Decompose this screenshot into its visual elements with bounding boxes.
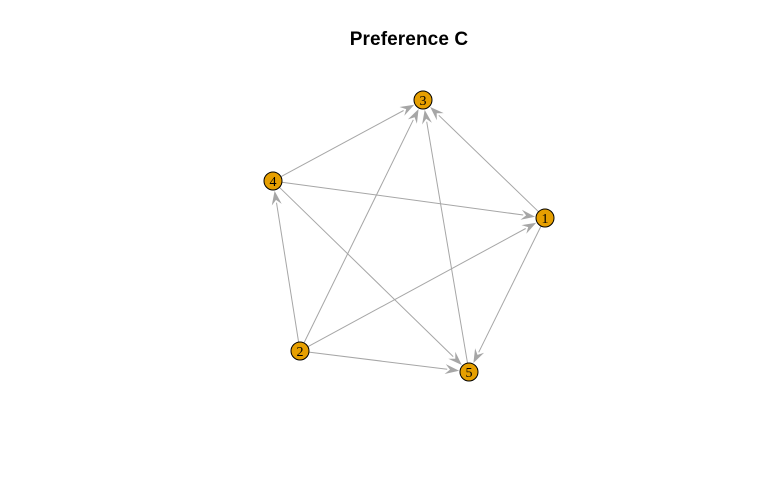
nodes-layer: 1 2 3 4 5 <box>263 90 555 382</box>
node-3: 3 <box>413 90 433 110</box>
edge-line <box>279 186 454 357</box>
edge-1-to-5 <box>473 225 542 363</box>
edge-2-to-4 <box>271 190 300 343</box>
node-1: 1 <box>535 208 555 228</box>
edge-line <box>303 119 414 344</box>
node-label: 3 <box>420 94 427 109</box>
edge-4-to-5 <box>279 186 462 365</box>
node-4: 4 <box>263 171 283 191</box>
edge-line <box>426 121 468 364</box>
node-label: 1 <box>542 212 549 227</box>
edges-layer <box>271 104 542 374</box>
edge-arrowhead <box>448 351 462 365</box>
node-label: 4 <box>270 175 277 190</box>
node-5: 5 <box>459 362 479 382</box>
edge-line <box>281 181 524 216</box>
edge-line <box>438 114 539 213</box>
edge-2-to-3 <box>303 109 419 344</box>
node-circle <box>413 90 433 110</box>
edge-1-to-3 <box>430 107 539 213</box>
edge-arrowhead <box>430 107 444 121</box>
edge-line <box>308 351 448 370</box>
edge-arrowhead <box>473 348 485 363</box>
edge-arrowhead <box>407 109 419 124</box>
edge-line <box>307 228 526 348</box>
node-circle <box>263 171 283 191</box>
edge-line <box>280 110 404 178</box>
edge-arrowhead <box>521 222 537 234</box>
edge-2-to-1 <box>307 222 537 348</box>
edge-arrowhead <box>422 109 432 125</box>
edge-line <box>478 225 542 353</box>
node-2: 2 <box>290 341 310 361</box>
edge-arrowhead <box>399 104 415 116</box>
edge-line <box>276 202 300 343</box>
node-label: 5 <box>466 366 473 381</box>
node-label: 2 <box>297 345 304 360</box>
edge-arrowhead <box>520 209 536 220</box>
graph-title: Preference C <box>349 29 469 50</box>
edge-4-to-3 <box>280 104 415 178</box>
edge-4-to-1 <box>281 181 536 220</box>
edge-arrowhead <box>444 364 460 374</box>
node-circle <box>459 362 479 382</box>
node-circle <box>535 208 555 228</box>
node-circle <box>290 341 310 361</box>
edge-5-to-3 <box>422 109 468 364</box>
edge-2-to-5 <box>308 351 460 374</box>
edge-arrowhead <box>271 190 282 206</box>
